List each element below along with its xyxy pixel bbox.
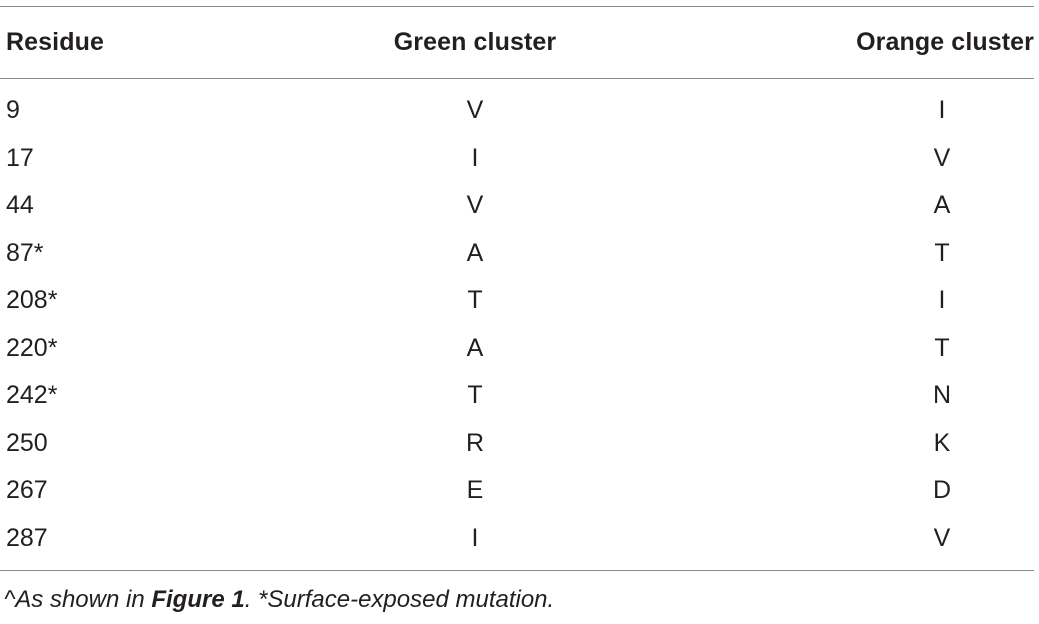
- table-row: 208* T I: [0, 277, 1034, 325]
- cell-green: T: [467, 286, 483, 315]
- cell-residue: 267: [6, 476, 48, 505]
- cell-green: V: [466, 191, 484, 220]
- table-row: 242* T N: [0, 372, 1034, 420]
- cell-green: V: [466, 96, 484, 125]
- cell-orange: N: [932, 381, 952, 410]
- header-green-cluster: Green cluster: [393, 28, 557, 56]
- cell-orange: K: [933, 428, 951, 457]
- cell-green: I: [471, 143, 479, 172]
- cell-orange: V: [933, 143, 951, 172]
- cell-green: R: [465, 428, 485, 457]
- cell-green: T: [467, 381, 483, 410]
- cell-green: A: [466, 238, 484, 267]
- cell-orange: D: [932, 476, 952, 505]
- cell-residue: 17: [6, 143, 34, 172]
- bottom-rule: [0, 570, 1034, 571]
- table-footnote: ^As shown in Figure 1. *Surface-exposed …: [4, 586, 554, 614]
- table-header: Residue Green cluster Orange cluster: [0, 7, 1034, 78]
- cell-residue: 220*: [6, 333, 58, 362]
- figure-reference-link[interactable]: Figure 1: [151, 586, 245, 613]
- table-row: 44 V A: [0, 182, 1034, 230]
- cell-orange: A: [933, 191, 951, 220]
- cell-green: E: [466, 476, 484, 505]
- cell-orange: T: [934, 333, 950, 362]
- table-body: 9 V I 17 I V 44 V A 87* A T 208* T I 220…: [0, 79, 1034, 570]
- table-row: 287 I V: [0, 515, 1034, 563]
- cluster-table: Residue Green cluster Orange cluster 9 V…: [0, 6, 1034, 571]
- header-residue: Residue: [6, 28, 104, 56]
- cell-orange: I: [938, 96, 946, 125]
- cell-residue: 208*: [6, 286, 58, 315]
- table-row: 267 E D: [0, 467, 1034, 515]
- cell-green: I: [471, 523, 479, 552]
- cell-residue: 250: [6, 428, 48, 457]
- cell-green: A: [466, 333, 484, 362]
- table-row: 9 V I: [0, 87, 1034, 135]
- cell-orange: V: [933, 523, 951, 552]
- footnote-suffix: . *Surface-exposed mutation.: [244, 586, 555, 613]
- table-row: 87* A T: [0, 230, 1034, 278]
- table-row: 220* A T: [0, 325, 1034, 373]
- cell-residue: 9: [6, 96, 20, 125]
- cell-residue: 87*: [6, 238, 44, 267]
- table-row: 17 I V: [0, 135, 1034, 183]
- top-rule: [0, 6, 1034, 7]
- cell-residue: 242*: [6, 381, 58, 410]
- cell-residue: 287: [6, 523, 48, 552]
- cell-orange: T: [934, 238, 950, 267]
- footnote-prefix: ^As shown in: [4, 586, 152, 613]
- table-row: 250 R K: [0, 420, 1034, 468]
- header-orange-cluster: Orange cluster: [856, 28, 1034, 56]
- header-rule: [0, 78, 1034, 79]
- cell-residue: 44: [6, 191, 34, 220]
- cell-orange: I: [938, 286, 946, 315]
